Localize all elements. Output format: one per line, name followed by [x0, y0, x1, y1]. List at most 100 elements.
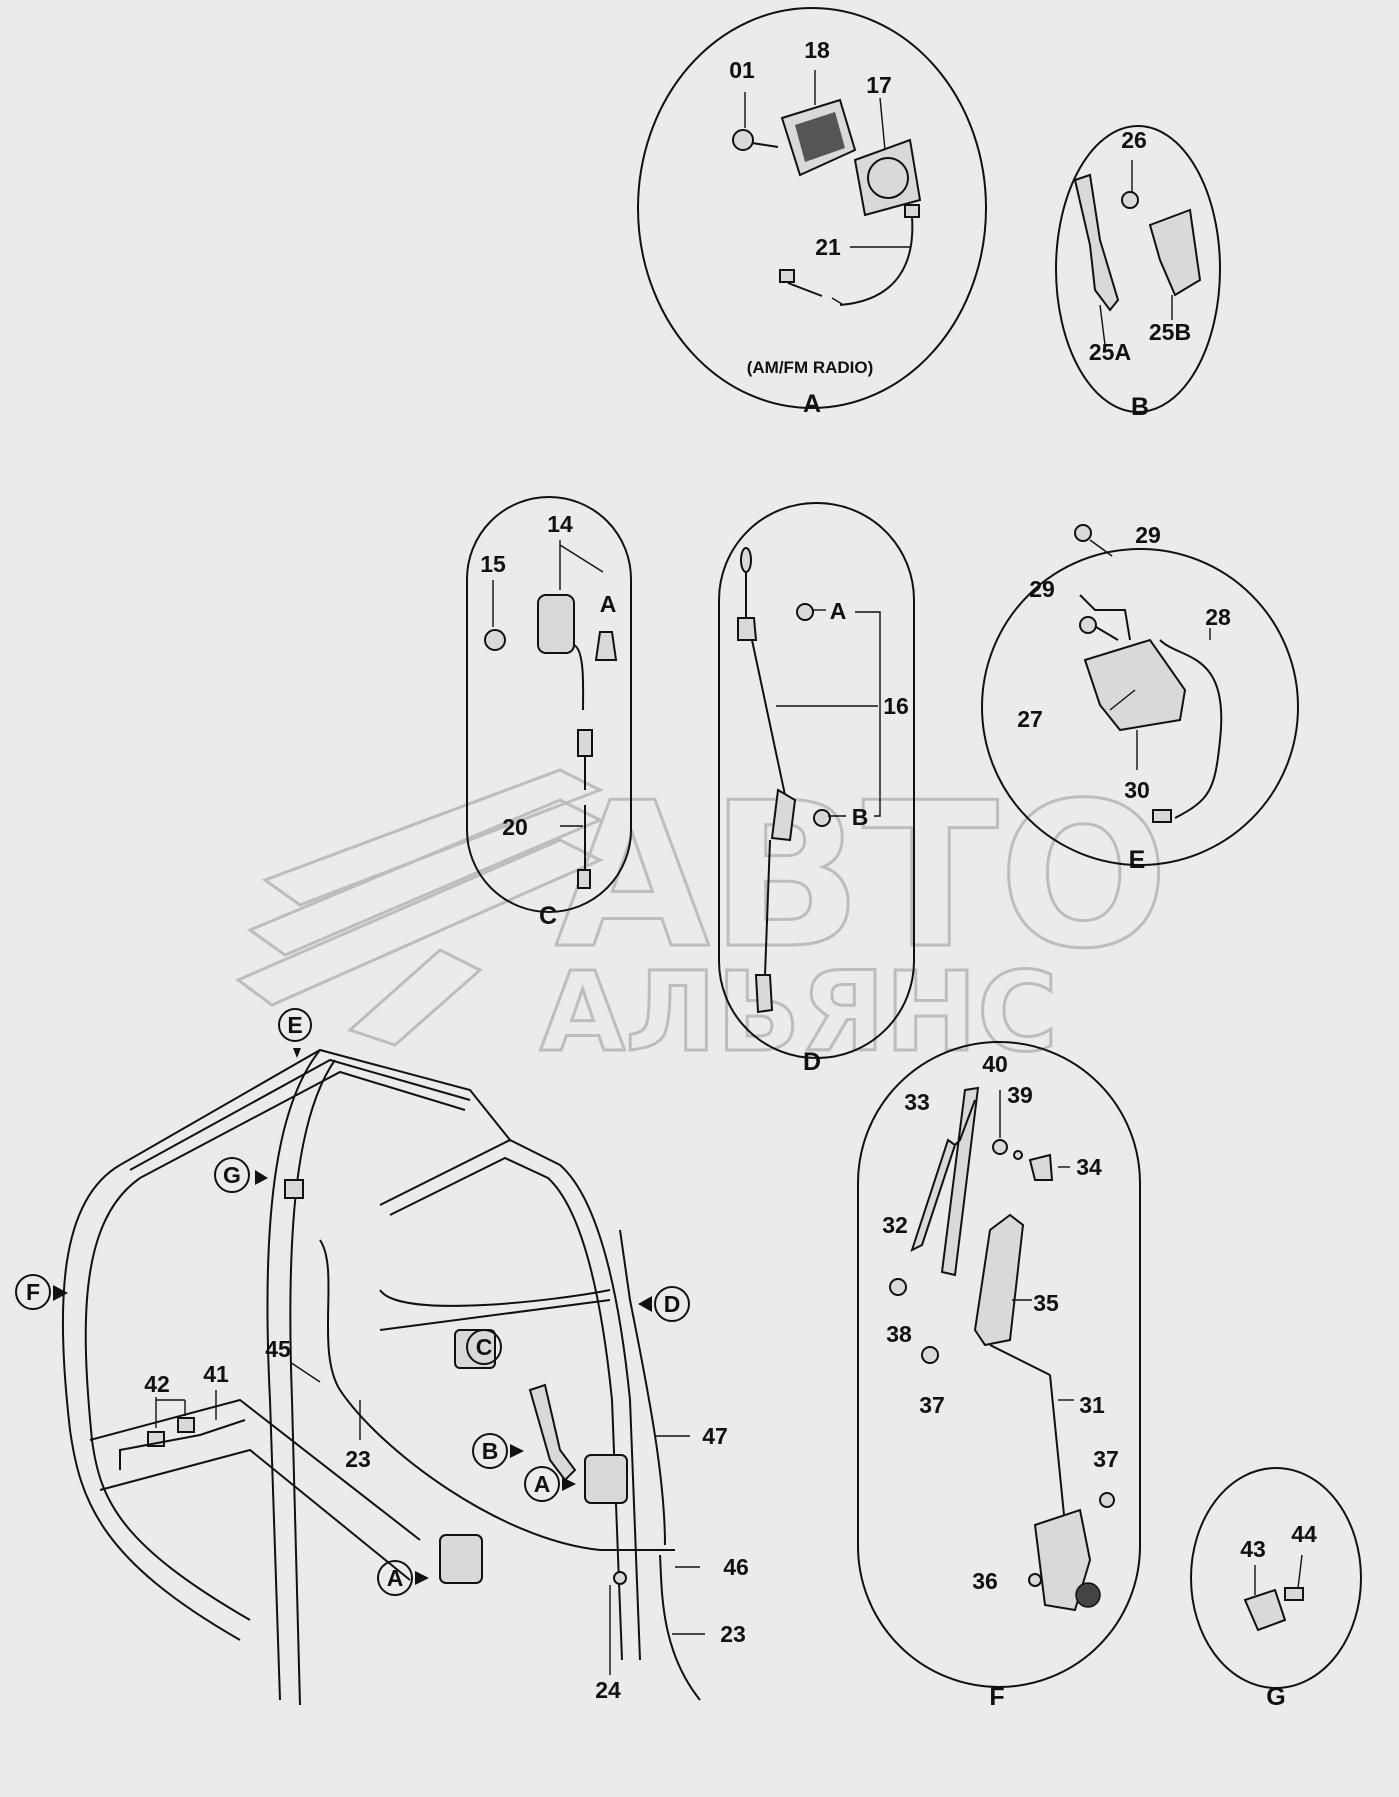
label-23b: 23: [720, 1621, 746, 1647]
label-32: 32: [882, 1212, 908, 1238]
label-43: 43: [1240, 1536, 1266, 1562]
detail-b-outline: [1055, 125, 1221, 413]
screw-d-a: [796, 603, 826, 621]
small-parts: [889, 1139, 1115, 1587]
watermark-logo: [235, 768, 604, 1047]
label-24: 24: [595, 1677, 621, 1703]
watermark-line1: АВТО: [555, 760, 1169, 993]
radio-harness: [779, 204, 920, 306]
nozzle: [1243, 1554, 1304, 1632]
label-29b: 29: [1029, 576, 1055, 602]
label-25a: 25A: [1089, 339, 1131, 365]
label-37a: 37: [919, 1392, 945, 1418]
label-17: 17: [866, 72, 892, 98]
svg-text:A: A: [387, 1565, 404, 1591]
cab-front-frame: [61, 1164, 241, 1641]
label-33: 33: [904, 1089, 930, 1115]
cab-center-pillar: [266, 1049, 321, 1701]
detail-c-letter: C: [539, 902, 557, 930]
detail-d-outline: [718, 502, 915, 1059]
connector-a: [594, 631, 618, 661]
callout-d: D: [638, 1286, 690, 1322]
svg-text:G: G: [223, 1162, 241, 1188]
label-46: 46: [723, 1554, 749, 1580]
detail-c-outline: [466, 496, 632, 913]
label-36: 36: [972, 1568, 998, 1594]
speaker-grille: [780, 70, 857, 177]
detail-g-outline: [1190, 1467, 1362, 1689]
cab: E G F D C B A: [15, 1008, 749, 1706]
screw-d-b: [813, 809, 846, 827]
bracket-line: [855, 611, 881, 817]
label-35: 35: [1033, 1290, 1059, 1316]
detail-e: 29 29 28 27 30 E: [981, 522, 1299, 874]
label-29a: 29: [1135, 522, 1161, 548]
cab-part-g: [284, 1179, 304, 1199]
label-27: 27: [1017, 706, 1043, 732]
label-38: 38: [886, 1321, 912, 1347]
antenna-16: [737, 547, 797, 1014]
label-18: 18: [804, 37, 830, 63]
cab-roof-back: [119, 1048, 511, 1166]
bracket-25b: [1148, 208, 1202, 320]
cab-part-c: [454, 1329, 496, 1369]
detail-b: 26 25A 25B B: [1055, 125, 1221, 421]
label-15: 15: [480, 551, 506, 577]
label-01: 01: [729, 57, 755, 83]
switch-assembly: [1074, 524, 1223, 823]
cab-floor: [89, 1398, 421, 1541]
watermark: АВТО АЛЬЯНС: [235, 759, 1170, 1078]
label-44: 44: [1291, 1521, 1317, 1547]
callout-b: B: [472, 1433, 524, 1469]
screw-15: [484, 580, 506, 651]
harness-20: [560, 644, 593, 889]
label-28: 28: [1205, 604, 1231, 630]
label-16: 16: [883, 693, 909, 719]
callout-a-left: A: [377, 1560, 429, 1596]
motor-assembly: [1033, 1508, 1101, 1612]
speaker: [853, 97, 922, 217]
lever-25a: [1073, 173, 1120, 346]
svg-text:D: D: [664, 1291, 681, 1317]
detail-a-outline: [637, 7, 987, 409]
linkage-31: [989, 1344, 1066, 1526]
detail-c: 14 15 A 20 C: [466, 496, 632, 930]
label-d-b: B: [852, 804, 869, 830]
screw-01: [732, 92, 779, 151]
detail-a: 01 18 17 21 (AM/FM RADIO) A: [637, 7, 987, 418]
callout-a-right: A: [524, 1466, 576, 1502]
cab-harness-41: [119, 1419, 246, 1470]
cab-part-42b: [177, 1417, 195, 1433]
label-30: 30: [1124, 777, 1150, 803]
detail-a-letter: A: [803, 390, 821, 418]
label-21: 21: [815, 234, 841, 260]
detail-d: A 16 B D: [718, 502, 915, 1076]
detail-f-outline: [857, 1041, 1141, 1688]
wiper-blade-33: [940, 1086, 980, 1277]
label-40: 40: [982, 1051, 1008, 1077]
detail-d-letter: D: [803, 1048, 821, 1076]
cab-hose-47: [619, 1229, 666, 1546]
label-34: 34: [1076, 1154, 1102, 1180]
svg-text:E: E: [287, 1012, 302, 1038]
wiper-arm-32: [910, 1099, 976, 1252]
callout-f: F: [15, 1274, 68, 1310]
callout-g: G: [214, 1157, 268, 1193]
label-c-a: A: [600, 591, 617, 617]
detail-b-letter: B: [1131, 393, 1149, 421]
callout-c: C: [466, 1329, 502, 1365]
detail-e-outline: [981, 548, 1299, 866]
cab-part-a-left: [439, 1534, 483, 1584]
detail-e-letter: E: [1129, 846, 1146, 874]
label-25b: 25B: [1149, 319, 1191, 345]
radio-caption: (AM/FM RADIO): [747, 358, 874, 377]
switch-14: [537, 540, 604, 654]
cab-part-a-right: [584, 1454, 628, 1504]
label-42: 42: [144, 1371, 170, 1397]
label-45: 45: [265, 1336, 291, 1362]
cover-35: [973, 1213, 1025, 1347]
detail-g: 43 44 G: [1190, 1467, 1362, 1711]
label-47: 47: [702, 1423, 728, 1449]
leader-27: [1109, 689, 1136, 711]
